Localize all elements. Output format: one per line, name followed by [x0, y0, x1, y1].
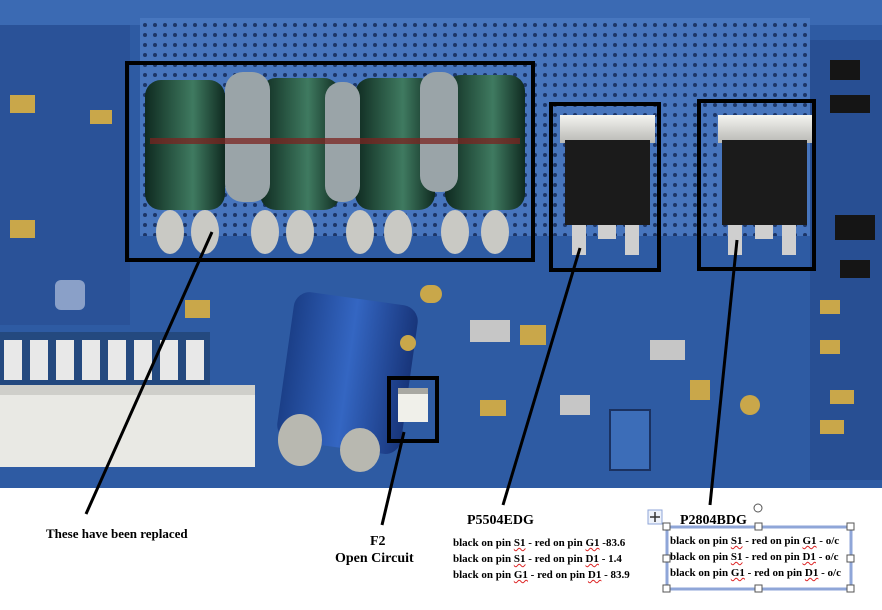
white-connector	[0, 385, 255, 467]
caption-mosfet2-part: P2804BDG	[680, 513, 747, 528]
blue-inductor	[277, 292, 418, 472]
move-handle-icon[interactable]	[647, 509, 663, 525]
mosfet-p2804bdg	[718, 115, 813, 255]
pointer-replaced	[84, 231, 214, 515]
reading-row: black on pin S1 - red on pin G1 -83.6	[453, 537, 626, 549]
frame-mosfet2	[697, 99, 816, 271]
capacitor-group	[145, 72, 525, 254]
caption-replaced: These have been replaced	[46, 526, 188, 541]
reading-row: black on pin S1 - red on pin D1 - 1.4	[453, 553, 622, 565]
selection-handles	[662, 503, 855, 593]
caption-fuse-status: Open Circuit	[335, 551, 414, 566]
reading-row: black on pin G1 - red on pin D1 - 83.9	[453, 569, 630, 581]
reading-row: black on pin S1 - red on pin G1 - o/c	[670, 535, 840, 547]
pointer-fuse	[380, 431, 406, 526]
caption-fuse-name: F2	[370, 534, 386, 549]
frame-mosfet1	[549, 102, 661, 272]
pointer-mosfet1	[501, 247, 582, 506]
frame-capacitors	[125, 61, 535, 262]
reading-row: black on pin S1 - red on pin D1 - o/c	[670, 551, 839, 563]
reading-row: black on pin G1 - red on pin D1 - o/c	[670, 567, 841, 579]
mosfet-p5504edg	[560, 115, 655, 255]
caption-mosfet1-part: P5504EDG	[467, 513, 534, 528]
mosfet1-readings: black on pin S1 - red on pin G1 -83.6 bl…	[453, 535, 630, 583]
pointer-mosfet2	[708, 239, 739, 506]
mosfet2-readings[interactable]: black on pin S1 - red on pin G1 - o/c bl…	[670, 533, 841, 581]
frame-fuse	[387, 376, 439, 443]
